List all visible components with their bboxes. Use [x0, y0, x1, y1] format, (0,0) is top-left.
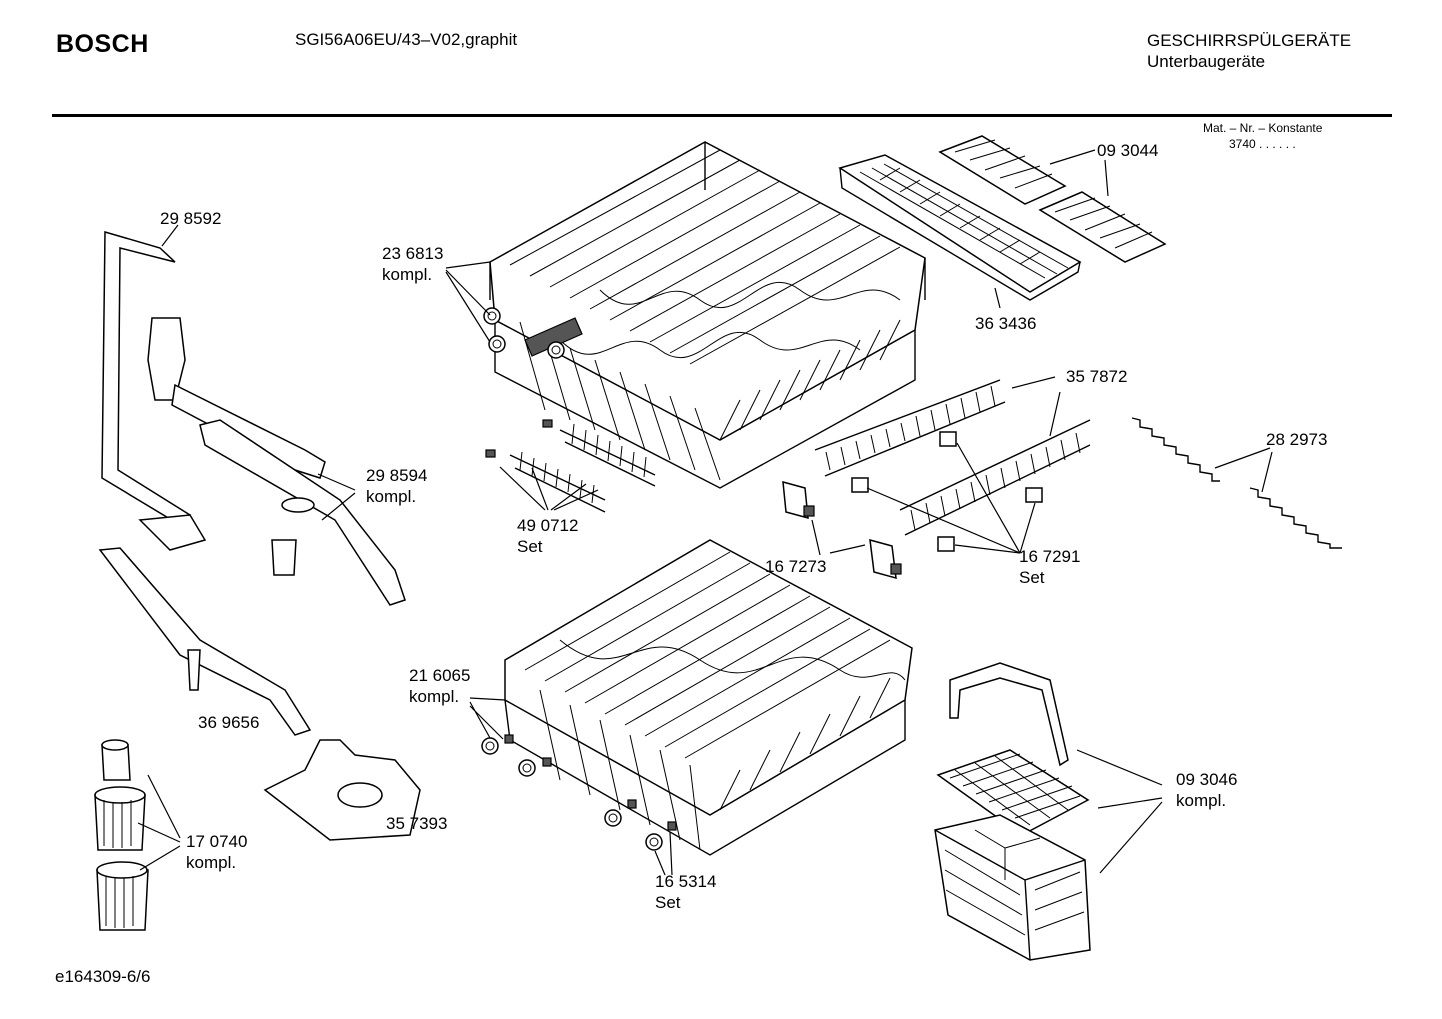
header-rule	[52, 114, 1392, 117]
part-note: kompl.	[186, 853, 237, 872]
part-label-093044: 09 3044	[1097, 140, 1158, 161]
staircase-inserts-drawing	[1131, 417, 1342, 549]
part-label-236813: 23 6813 kompl.	[382, 243, 443, 285]
part-number: 29 8592	[160, 209, 222, 228]
part-note: Set	[517, 537, 543, 556]
filter-parts-drawing	[94, 739, 149, 931]
part-note: kompl.	[366, 487, 417, 506]
part-note: kompl.	[409, 687, 460, 706]
part-number: 49 0712	[517, 516, 579, 535]
small-tine-sets-drawing	[485, 419, 656, 513]
part-label-357872: 35 7872	[1066, 366, 1127, 387]
part-number: 28 2973	[1266, 430, 1328, 449]
category-subtitle: Unterbaugeräte	[1147, 52, 1266, 71]
tine-rows-drawing	[814, 379, 1091, 536]
part-label-369656: 36 9656	[198, 712, 259, 733]
part-label-490712: 49 0712 Set	[517, 515, 578, 557]
clips-drawing	[782, 431, 1043, 580]
part-note: kompl.	[1176, 791, 1227, 810]
model-designation: SGI56A06EU/43–V02,graphit	[295, 30, 518, 49]
category-title: GESCHIRRSPÜLGERÄTE	[1147, 31, 1352, 50]
leader-lines	[137, 149, 1273, 876]
part-label-093046: 09 3046 kompl.	[1176, 769, 1237, 811]
material-constant-value: 3740 . . . . . .	[1229, 137, 1296, 151]
upper-basket-drawing	[483, 141, 926, 489]
category-block: GESCHIRRSPÜLGERÄTE Unterbaugeräte	[1147, 30, 1351, 72]
part-number: 16 5314	[655, 872, 717, 891]
part-number: 16 7291	[1019, 547, 1081, 566]
part-label-170740: 17 0740 kompl.	[186, 831, 247, 873]
part-number: 36 3436	[975, 314, 1037, 333]
part-number: 23 6813	[382, 244, 444, 263]
brand-logo: BOSCH	[56, 30, 149, 58]
material-constant: Mat. – Nr. – Konstante 3740 . . . . . .	[1203, 120, 1322, 152]
part-number: 21 6065	[409, 666, 471, 685]
part-number: 35 7872	[1066, 367, 1128, 386]
lower-basket-drawing	[481, 539, 913, 856]
part-number: 17 0740	[186, 832, 248, 851]
part-number: 35 7393	[386, 814, 448, 833]
part-label-363436: 36 3436	[975, 313, 1036, 334]
part-number: 09 3044	[1097, 141, 1159, 160]
part-number: 29 8594	[366, 466, 428, 485]
part-label-165314: 16 5314 Set	[655, 871, 716, 913]
part-note: kompl.	[382, 265, 433, 284]
part-label-298594: 29 8594 kompl.	[366, 465, 427, 507]
part-label-167273: 16 7273	[765, 556, 826, 577]
part-label-167291: 16 7291 Set	[1019, 546, 1080, 588]
part-label-357393: 35 7393	[386, 813, 447, 834]
part-label-298592: 29 8592	[160, 208, 221, 229]
part-number: 16 7273	[765, 557, 827, 576]
material-constant-label: Mat. – Nr. – Konstante	[1203, 121, 1323, 135]
part-label-216065: 21 6065 kompl.	[409, 665, 470, 707]
part-label-282973: 28 2973	[1266, 429, 1327, 450]
part-note: Set	[655, 893, 681, 912]
part-number: 36 9656	[198, 713, 260, 732]
cutlery-tray-drawing	[838, 135, 1167, 301]
spray-system-drawing	[98, 231, 421, 841]
part-note: Set	[1019, 568, 1045, 587]
part-number: 09 3046	[1176, 770, 1238, 789]
cutlery-basket-drawing	[934, 662, 1091, 961]
page-reference: e164309-6/6	[55, 967, 151, 986]
